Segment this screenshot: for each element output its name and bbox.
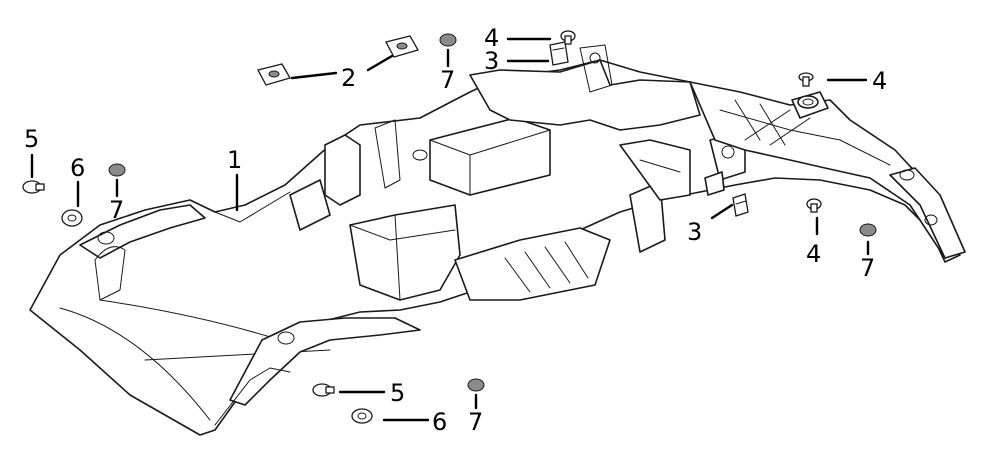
screw-part-4-right [798, 72, 814, 87]
nut-part-7-bottom [467, 378, 485, 392]
nut-part-7-right [859, 223, 877, 237]
callout-1: 1 [227, 146, 242, 174]
callout-7-top: 7 [440, 66, 455, 94]
callout-7-right: 7 [860, 254, 875, 282]
callout-3-upper: 3 [484, 47, 499, 75]
speed-nut-clip-part-2-lower [257, 63, 291, 86]
callout-7-bottom: 7 [468, 408, 483, 436]
clip-part-3-lower [732, 193, 749, 217]
speed-nut-clip-part-2-upper [385, 35, 419, 58]
screw-part-4-mid [806, 198, 822, 213]
callout-3-lower: 3 [687, 218, 702, 246]
callout-5-left: 5 [24, 125, 39, 153]
callout-4-right: 4 [872, 67, 887, 95]
callout-4-top: 4 [484, 24, 499, 52]
callout-2: 2 [341, 64, 356, 92]
nut-part-7-top [439, 33, 457, 47]
callout-4-mid: 4 [806, 240, 821, 268]
leader-lines [30, 37, 870, 422]
washer-part-6-bottom [351, 408, 373, 424]
screw-part-4-top [560, 30, 576, 45]
callout-5-bottom: 5 [390, 379, 405, 407]
washer-part-6-left [61, 209, 83, 227]
screw-part-5-bottom [312, 383, 335, 397]
screw-part-5-left [22, 180, 45, 194]
rear-fender-part-1 [29, 44, 966, 436]
callout-6-bottom: 6 [432, 408, 447, 436]
callout-6-left: 6 [70, 154, 85, 182]
callout-7-left: 7 [109, 196, 124, 224]
nut-part-7-left [108, 163, 126, 177]
clip-part-3-upper [549, 41, 569, 66]
